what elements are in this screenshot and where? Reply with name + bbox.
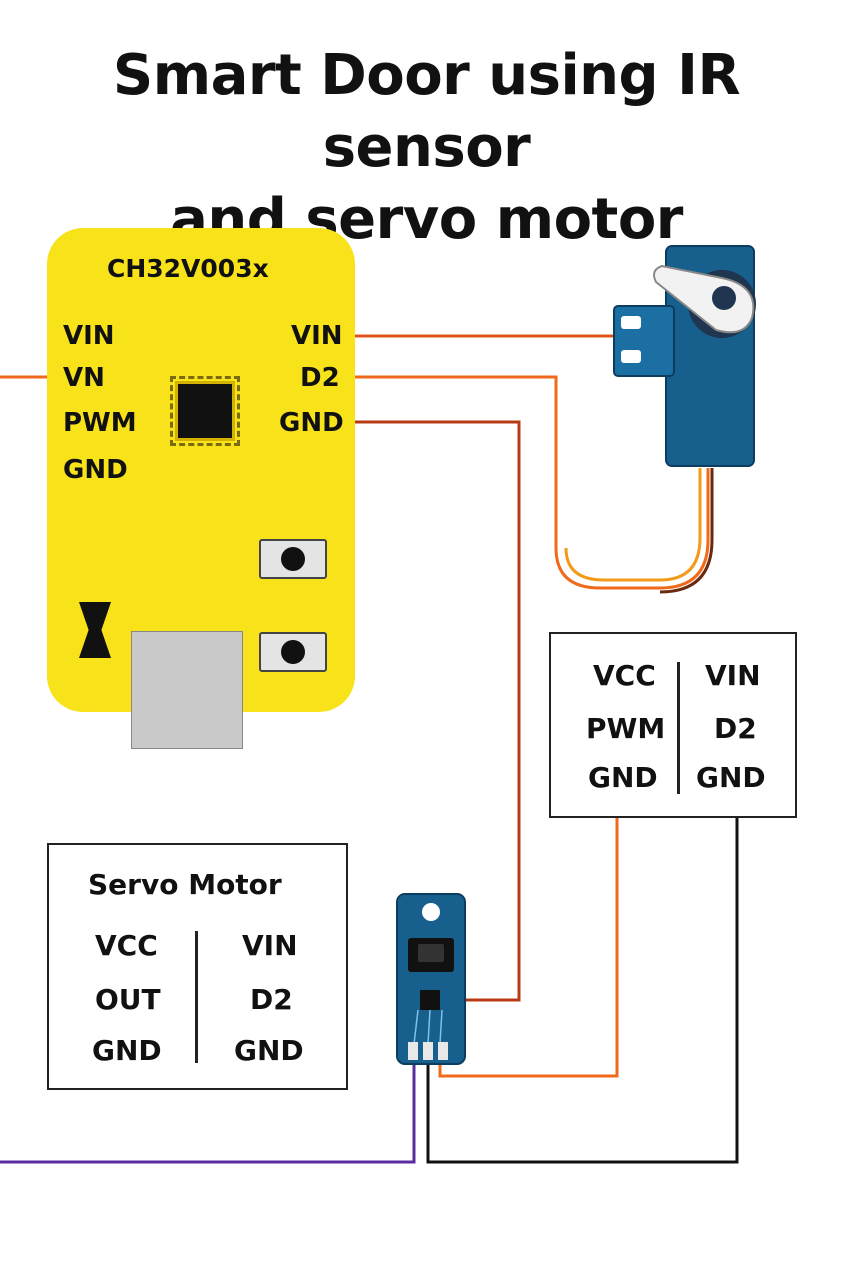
pin-table-left-gnd: GND: [588, 761, 658, 794]
reset-button-icon: [259, 539, 327, 579]
pin-table-right-vin: VIN: [705, 659, 761, 692]
board-name: CH32V003x: [107, 254, 269, 283]
servo-table-right-gnd: GND: [234, 1034, 304, 1067]
board-left-pin-vin: VIN: [63, 321, 115, 351]
pin-table-box: VCC PWM GND VIN D2 GND: [549, 632, 797, 818]
board-right-pin-gnd: GND: [279, 408, 344, 438]
servo-table-right-d2: D2: [250, 983, 293, 1016]
servo-table-heading: Servo Motor: [88, 868, 282, 901]
pin-table-left-vcc: VCC: [593, 659, 656, 692]
board-right-pin-d2: D2: [300, 363, 340, 393]
wire-d2-to-servo: [345, 375, 710, 590]
servo-table-divider: [195, 931, 198, 1063]
wire-gnd-to-sensor: [345, 420, 521, 1002]
wire-sensor-orange: [438, 816, 619, 1078]
servo-table-left-vcc: VCC: [95, 929, 158, 962]
usb-port-icon: [131, 631, 243, 749]
servo-motor-icon: [613, 245, 756, 467]
pin-table-right-d2: D2: [714, 712, 757, 745]
board-right-pin-vin: VIN: [291, 321, 343, 351]
connector-icon: [79, 602, 111, 658]
title-line-1: Smart Door using IR sensor: [112, 43, 741, 180]
wire-sensor-black: [426, 816, 739, 1164]
servo-table-right-vin: VIN: [242, 929, 298, 962]
board-left-pin-gnd: GND: [63, 455, 128, 485]
wire-sensor-purple: [0, 1052, 416, 1164]
pin-table-left-pwm: PWM: [586, 712, 666, 745]
wire-servo-cable-dark: [659, 468, 714, 594]
user-button-icon: [259, 632, 327, 672]
board-left-pin-vn: VN: [63, 363, 105, 393]
pin-table-divider: [677, 662, 680, 794]
servo-table-left-gnd: GND: [92, 1034, 162, 1067]
microcontroller-chip-icon: [170, 376, 240, 446]
servo-table-box: Servo Motor VCC OUT GND VIN D2 GND: [47, 843, 348, 1090]
ir-sensor-module-icon: [396, 893, 466, 1065]
ch32v003x-board: CH32V003x VIN VN PWM GND VIN D2 GND: [47, 228, 355, 749]
servo-table-left-out: OUT: [95, 983, 161, 1016]
board-left-pin-pwm: PWM: [63, 408, 137, 438]
pin-table-right-gnd: GND: [696, 761, 766, 794]
wire-servo-cable: [564, 468, 702, 582]
